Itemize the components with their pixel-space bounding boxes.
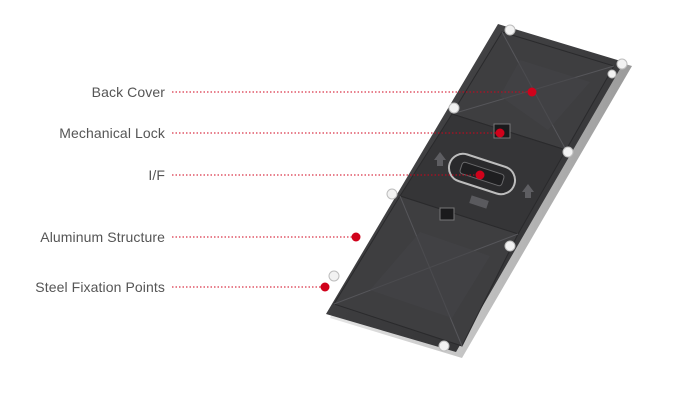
fixation-points: [328, 24, 628, 352]
marker-dot-back-cover: [527, 87, 537, 97]
info-plate: [469, 195, 489, 209]
callout-label-aluminum-structure: Aluminum Structure: [40, 229, 165, 245]
marker-dot-mechanical-lock: [495, 128, 505, 138]
callout-label-steel-fixation-points: Steel Fixation Points: [35, 279, 165, 295]
arrow-up-icon: [522, 184, 534, 198]
callout-label-mechanical-lock: Mechanical Lock: [59, 125, 165, 141]
callout-label-interface: I/F: [148, 167, 165, 183]
marker-dot-aluminum-structure: [351, 232, 361, 242]
marker-dot-steel-fixation: [320, 282, 330, 292]
callout-label-back-cover: Back Cover: [91, 84, 165, 100]
arrow-up-icon: [434, 152, 446, 166]
mechanical-lock-bottom: [439, 207, 455, 221]
marker-dot-interface: [475, 170, 485, 180]
